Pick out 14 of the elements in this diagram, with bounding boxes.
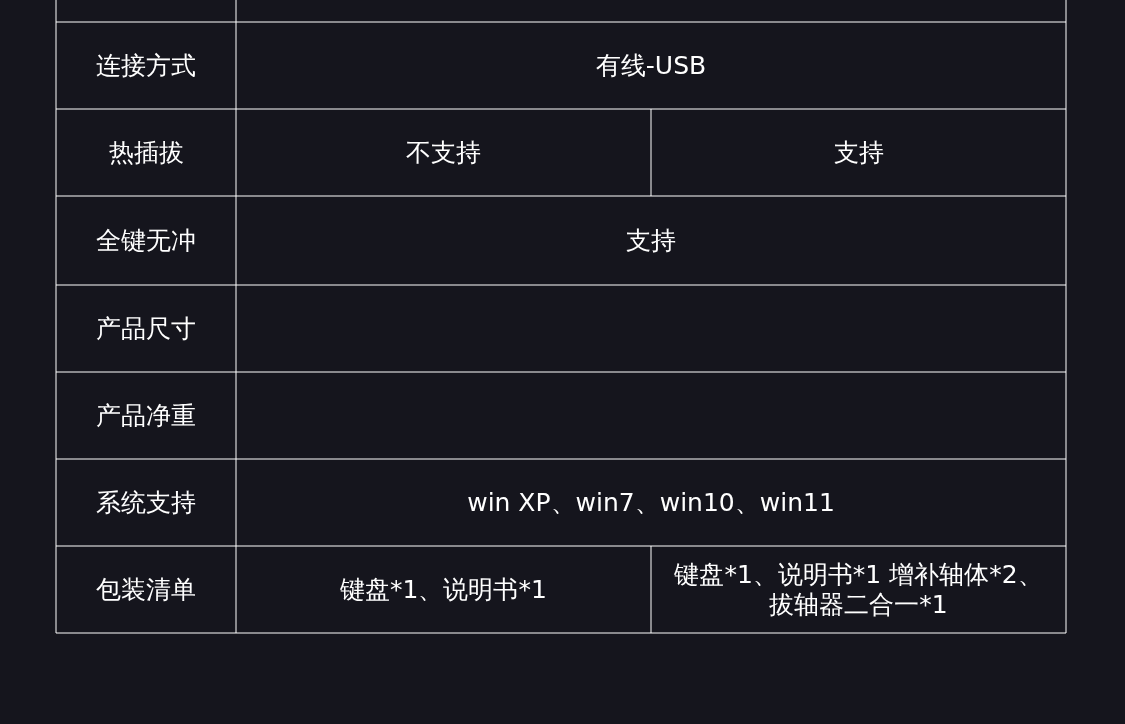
spec-label: 热插拔 [108, 137, 184, 168]
spec-value: 有线-USB [595, 50, 707, 81]
spec-label: 产品净重 [96, 400, 196, 431]
spec-label: 全键无冲 [96, 225, 196, 256]
spec-value: 键盘*1、说明书*1 增补轴体*2、拔轴器二合一*1 [673, 559, 1044, 620]
spec-label: 产品尺寸 [96, 313, 196, 344]
spec-value: win XP、win7、win10、win11 [467, 487, 835, 518]
spec-value: 支持 [626, 225, 676, 256]
spec-label: 连接方式 [96, 50, 196, 81]
spec-label: 系统支持 [96, 487, 196, 518]
spec-value: 不支持 [406, 137, 481, 168]
spec-value: 键盘*1、说明书*1 [340, 574, 547, 605]
spec-value: 支持 [832, 137, 885, 168]
spec-label: 包装清单 [96, 574, 196, 605]
